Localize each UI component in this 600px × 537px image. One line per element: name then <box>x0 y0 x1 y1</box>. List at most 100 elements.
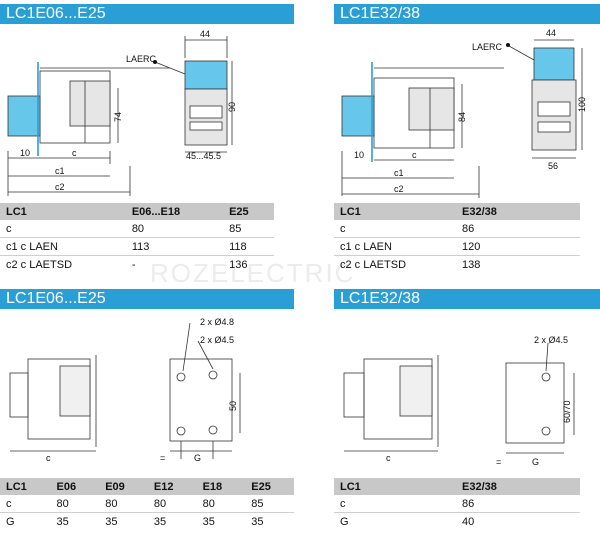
table-cell: c1 c LAEN <box>0 237 126 256</box>
dim-10: 10 <box>354 150 364 160</box>
watermark: ROZELECTRIC <box>150 258 356 288</box>
table-cell: c <box>0 220 126 238</box>
table-bottom-left: LC1 E06 E09 E12 E18 E25 c 80 80 80 80 85… <box>0 478 294 530</box>
table-cell: 40 <box>462 515 475 528</box>
dim-c1: c1 <box>55 166 65 176</box>
label-laerc: LAERC <box>126 54 157 64</box>
table-cell: 80 <box>125 220 224 238</box>
header-cell: LC1 <box>0 478 51 495</box>
header-cell: E32/38 <box>456 203 580 220</box>
dim-c: c <box>46 453 51 463</box>
header-cell: E25 <box>223 203 274 220</box>
dim-width-top: 44 <box>546 28 556 38</box>
dim-width-top: 44 <box>200 29 210 39</box>
dim-height-side: 74 <box>113 112 123 122</box>
table-row: G 40 <box>334 513 580 531</box>
table-cell: 80 <box>50 495 100 513</box>
table-header-row: LC1 E06 E09 E12 E18 E25 <box>0 478 294 495</box>
table-header-row: LC1 E06...E18 E25 <box>0 203 274 220</box>
table-cell: c2 c LAETSD <box>6 258 73 271</box>
table-row: c2 c LAETSD - 136 <box>0 256 274 274</box>
label-laerc: LAERC <box>472 42 503 52</box>
table-cell: c <box>334 495 456 513</box>
dim-hole: 2 x Ø4.5 <box>534 335 568 345</box>
table-cell: 138 <box>462 258 481 271</box>
dim-c1: c1 <box>394 168 404 178</box>
header-cell: E09 <box>99 478 148 495</box>
table-row: c 80 85 <box>0 220 274 238</box>
dim-height-right: 90 <box>227 102 237 112</box>
table-header-row: LC1 E32/38 <box>334 203 580 220</box>
table-cell: c2 c LAETSD <box>340 258 407 271</box>
table-row: c 80 80 80 80 85 <box>0 495 294 513</box>
table-top-left: LC1 E06...E18 E25 c 80 85 c1 c LAEN 113 … <box>0 203 274 273</box>
table-row: c1 c LAEN 120 <box>334 237 580 256</box>
table-cell: 35 <box>153 515 167 528</box>
dim-c: c <box>386 453 391 463</box>
table-row: c2 c LAETSD 138 <box>334 256 580 274</box>
dim-c: c <box>72 148 77 158</box>
table-cell: 80 <box>147 495 197 513</box>
dim-hole-2: 2 x Ø4.5 <box>200 335 234 345</box>
table-cell: 118 <box>223 237 274 256</box>
dim-height: 60/70 <box>562 400 572 423</box>
header-cell: LC1 <box>0 203 126 220</box>
drawing-top-right: 44 LAERC 84 100 10 c c1 c2 56 <box>341 28 587 198</box>
section-title-top-right: LC1E32/38 <box>334 4 600 24</box>
table-top-right: LC1 E32/38 c 86 c1 c LAEN 120 c2 c LAETS… <box>334 203 580 273</box>
table-cell: 35 <box>202 515 215 528</box>
table-bottom-right: LC1 E32/38 c 86 G 40 <box>334 478 580 530</box>
dim-height-side: 84 <box>457 112 467 122</box>
table-header-row: LC1 E32/38 <box>334 478 580 495</box>
header-cell: E32/38 <box>456 478 580 495</box>
dim-c2: c2 <box>394 184 404 194</box>
table-cell: 35 <box>251 515 264 528</box>
eq-sign: = <box>496 457 501 467</box>
section-title-top-left: LC1E06...E25 <box>0 4 294 24</box>
dim-height: 50 <box>228 401 238 411</box>
table-cell: 35 <box>56 515 69 528</box>
table-cell: 85 <box>223 220 274 238</box>
table-cell: 86 <box>456 220 580 238</box>
dim-bottom: 45...45.5 <box>186 151 221 161</box>
table-cell: 136 <box>229 258 248 271</box>
dim-c2: c2 <box>55 182 65 192</box>
dim-height-right: 100 <box>577 97 587 112</box>
table-cell: 85 <box>245 495 294 513</box>
table-row: c 86 <box>334 495 580 513</box>
table-cell: c1 c LAEN <box>334 237 456 256</box>
table-cell: c <box>0 495 51 513</box>
table-cell: 120 <box>456 237 580 256</box>
table-row: G 35 35 35 35 35 <box>0 513 294 531</box>
dim-bottom: 56 <box>548 161 558 171</box>
table-row: c1 c LAEN 113 118 <box>0 237 274 256</box>
section-title-bottom-right: LC1E32/38 <box>334 289 600 309</box>
header-cell: LC1 <box>334 478 456 495</box>
eq-sign: = <box>160 453 165 463</box>
table-cell: 80 <box>196 495 246 513</box>
drawing-top-left: 44 LAERC 74 90 10 c c1 c2 45...45.5 <box>7 29 237 196</box>
table-cell: 113 <box>125 237 224 256</box>
table-cell: G <box>6 515 15 528</box>
dim-g: G <box>532 457 539 467</box>
table-cell: c <box>334 220 456 238</box>
header-cell: LC1 <box>334 203 456 220</box>
table-cell: 80 <box>99 495 148 513</box>
dim-10: 10 <box>20 148 30 158</box>
header-cell: E12 <box>147 478 197 495</box>
dim-hole-1: 2 x Ø4.8 <box>200 317 234 327</box>
section-title-bottom-left: LC1E06...E25 <box>0 289 294 309</box>
header-cell: E06...E18 <box>125 203 224 220</box>
header-cell: E18 <box>196 478 246 495</box>
table-cell: G <box>340 515 349 528</box>
drawing-bottom-left: c 2 x Ø4.8 2 x Ø4.5 50 G = <box>9 317 241 463</box>
dim-g: G <box>194 453 201 463</box>
drawing-bottom-right: c 2 x Ø4.5 60/70 G = <box>343 335 575 467</box>
table-cell: 35 <box>105 515 118 528</box>
table-row: c 86 <box>334 220 580 238</box>
header-cell: E06 <box>50 478 100 495</box>
table-cell: 86 <box>456 495 580 513</box>
header-cell: E25 <box>245 478 294 495</box>
dim-c: c <box>412 150 417 160</box>
table-cell: - <box>131 258 136 271</box>
